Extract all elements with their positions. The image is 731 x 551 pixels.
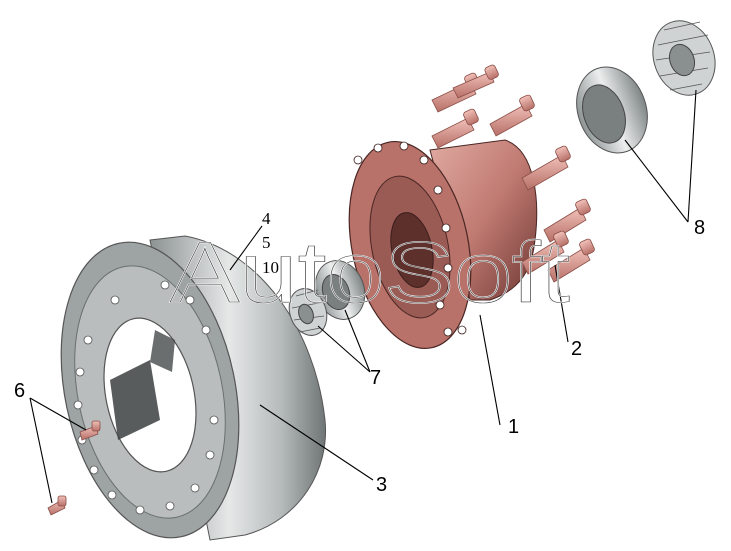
watermark-outline: AutoSoft bbox=[170, 225, 570, 321]
callout-2: 2 bbox=[571, 338, 582, 360]
callout-1: 1 bbox=[508, 416, 519, 438]
tapered-roller-bearing bbox=[652, 20, 716, 96]
callout-6: 6 bbox=[14, 380, 25, 402]
drum-screws bbox=[47, 420, 101, 516]
callout-3: 3 bbox=[376, 474, 387, 496]
callout-7: 7 bbox=[370, 367, 381, 389]
watermark-text: AutoSoft bbox=[170, 225, 570, 321]
bearing-outer-race bbox=[576, 66, 648, 154]
brake-drum bbox=[60, 235, 327, 541]
callout-5: 5 bbox=[262, 233, 271, 252]
inner-bearing-set bbox=[288, 260, 366, 336]
callout-4: 4 bbox=[262, 209, 271, 228]
wheel-studs bbox=[431, 64, 595, 283]
leader-lines bbox=[29, 89, 697, 504]
callout-8: 8 bbox=[694, 217, 705, 239]
wheel-hub bbox=[348, 139, 538, 350]
callout-10: 10 bbox=[262, 258, 279, 277]
